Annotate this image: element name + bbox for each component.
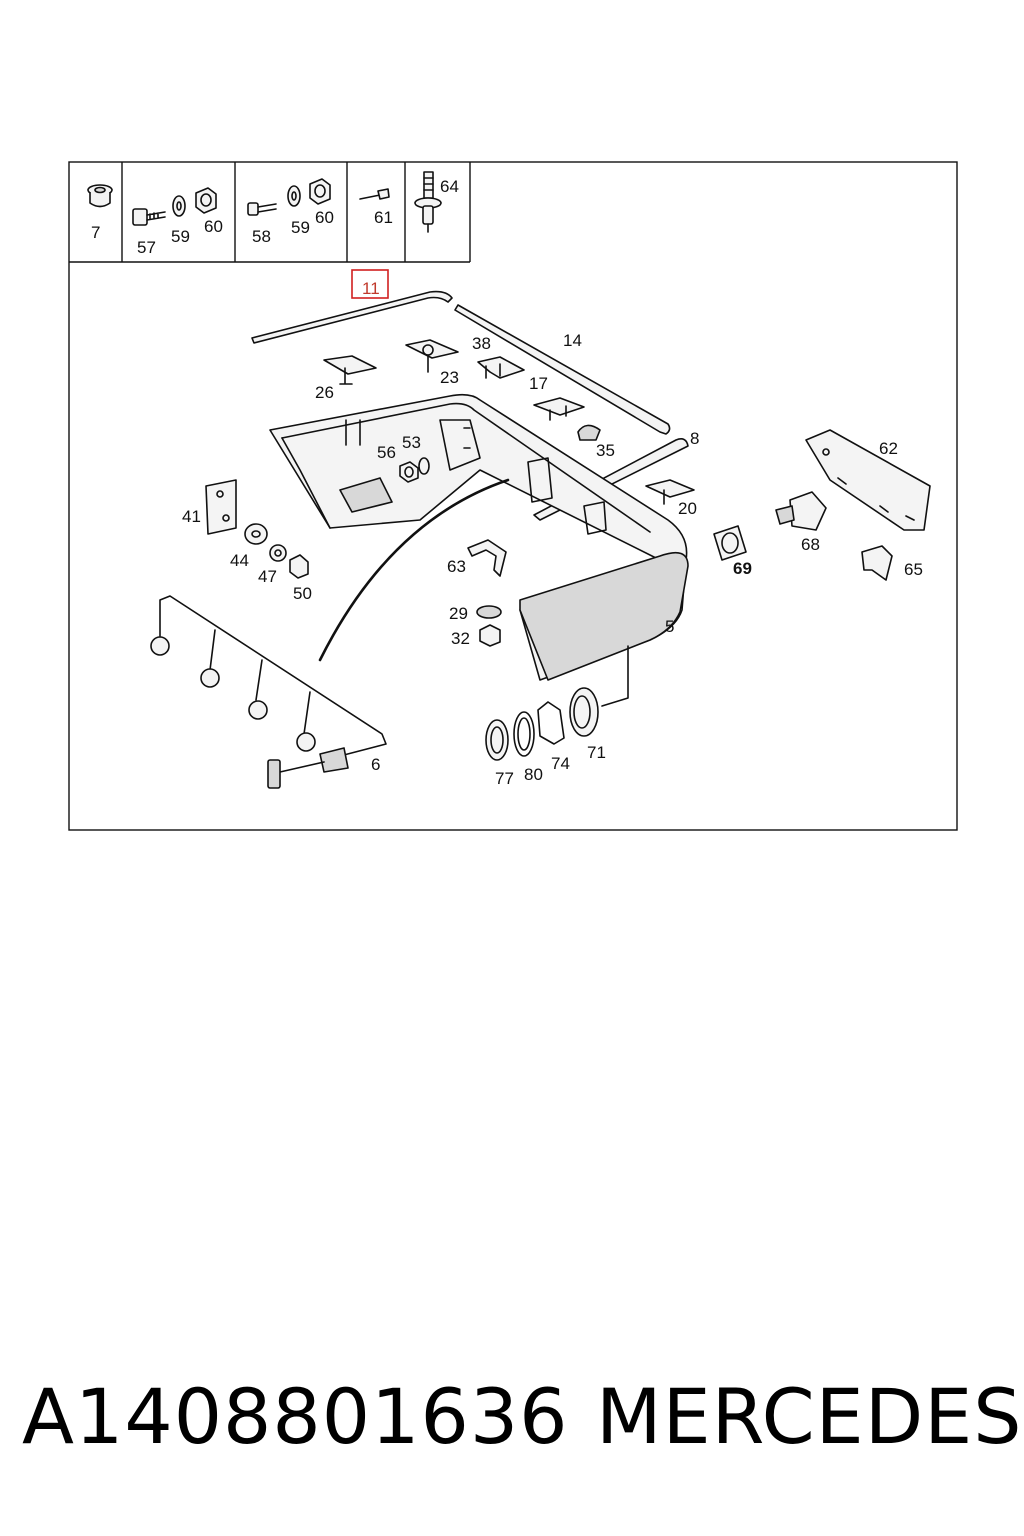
- rivet-icon: [359, 188, 390, 200]
- label-69: 69: [733, 559, 752, 578]
- bumper-cover: [519, 551, 689, 681]
- label-62: 62: [879, 439, 898, 458]
- label-23: 23: [440, 368, 459, 387]
- nut-icon: [289, 554, 309, 579]
- trim-strip-icon: [251, 290, 453, 344]
- clip-icon: [533, 397, 585, 421]
- label-26: 26: [315, 383, 334, 402]
- stud-icon: [414, 171, 442, 233]
- washer-icon: [269, 544, 287, 562]
- label-56: 56: [377, 443, 396, 462]
- license-panel: [805, 429, 931, 531]
- clip-icon: [577, 424, 601, 441]
- label-7: 7: [91, 223, 100, 242]
- washer-icon: [476, 605, 502, 619]
- label-57: 57: [137, 238, 156, 257]
- label-74: 74: [551, 754, 570, 773]
- bracket-icon: [205, 479, 237, 535]
- washer-icon: [172, 195, 186, 217]
- label-5: 5: [665, 617, 674, 636]
- washer-icon: [287, 185, 301, 207]
- label-65: 65: [904, 560, 923, 579]
- label-59: 59: [171, 227, 190, 246]
- bolt-icon: [132, 208, 166, 226]
- label-11: 11: [362, 279, 380, 298]
- label-58: 58: [252, 227, 271, 246]
- seal-ring-icon: [537, 701, 565, 745]
- label-8: 8: [690, 429, 699, 448]
- grommet-icon: [87, 184, 113, 208]
- label-14: 14: [563, 331, 582, 350]
- label-29: 29: [449, 604, 468, 623]
- bracket-icon: [467, 539, 507, 577]
- label-47: 47: [258, 567, 277, 586]
- label-38: 38: [472, 334, 491, 353]
- pointer-line: [318, 478, 510, 662]
- label-77: 77: [495, 769, 514, 788]
- hardware-table: [69, 162, 471, 263]
- label-71: 71: [587, 743, 606, 762]
- diagram-frame: [68, 161, 958, 831]
- clip-icon: [477, 356, 525, 379]
- label-68: 68: [801, 535, 820, 554]
- brand-name: MERCEDES: [596, 1372, 1023, 1461]
- clip-icon: [645, 479, 695, 505]
- label-64: 64: [440, 177, 459, 196]
- clip-icon: [405, 339, 459, 373]
- leader-line: [601, 645, 629, 707]
- highlight-box: [351, 269, 389, 299]
- trim-strip-icon: [454, 304, 671, 435]
- sensor-icon: [775, 491, 827, 531]
- clip-icon: [323, 355, 377, 385]
- wiring-harness: [150, 595, 387, 789]
- seal-ring-icon: [513, 711, 535, 757]
- label-44: 44: [230, 551, 249, 570]
- label-53: 53: [402, 433, 421, 452]
- label-80: 80: [524, 765, 543, 784]
- washer-icon: [244, 523, 268, 545]
- nut-icon: [399, 461, 419, 483]
- label-41: 41: [182, 507, 201, 526]
- label-60: 60: [204, 217, 223, 236]
- label-59: 59: [291, 218, 310, 237]
- label-32: 32: [451, 629, 470, 648]
- label-61: 61: [374, 208, 393, 227]
- sensor-housing-icon: [569, 687, 599, 737]
- nut-icon: [195, 187, 217, 214]
- bolt-icon: [247, 202, 277, 216]
- label-6: 6: [371, 755, 380, 774]
- label-20: 20: [678, 499, 697, 518]
- clip-icon: [861, 545, 893, 581]
- part-number: A1408801636: [22, 1372, 569, 1461]
- socket-icon: [713, 525, 747, 561]
- nut-icon: [309, 178, 331, 205]
- seal-ring-icon: [485, 719, 509, 761]
- label-60: 60: [315, 208, 334, 227]
- label-63: 63: [447, 557, 466, 576]
- label-35: 35: [596, 441, 615, 460]
- label-17: 17: [529, 374, 548, 393]
- nut-icon: [479, 624, 501, 647]
- washer-icon: [418, 457, 430, 475]
- label-50: 50: [293, 584, 312, 603]
